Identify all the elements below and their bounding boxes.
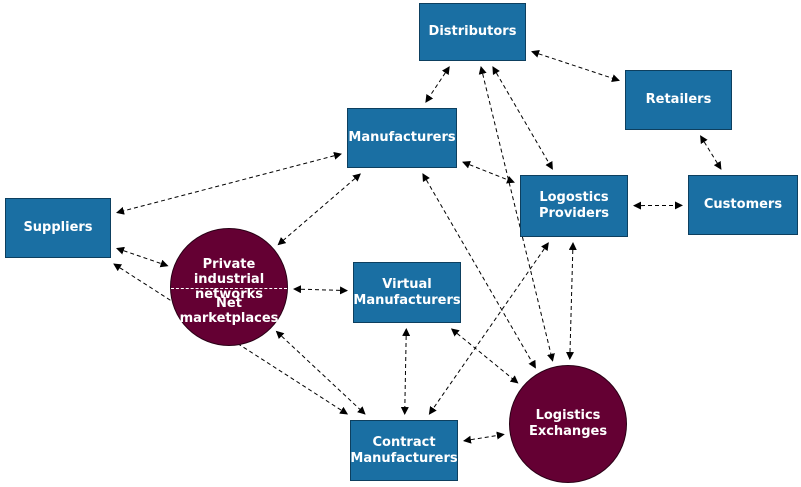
node-label: Suppliers bbox=[23, 220, 93, 235]
edge-retailers-to-customers bbox=[700, 135, 722, 170]
edge-distributors-to-retailers bbox=[531, 50, 620, 82]
node-label: Logostics Providers bbox=[538, 190, 610, 221]
node-virtual-manufacturers: Virtual Manufacturers bbox=[353, 262, 461, 323]
node-contract-manufacturers: Contract Manufacturers bbox=[350, 420, 458, 481]
edge-private-net-to-virtual-manufacturers bbox=[293, 285, 348, 295]
edge-virtual-manufacturers-to-contract-manufacturers bbox=[400, 328, 411, 415]
node-logistics-providers: Logostics Providers bbox=[520, 175, 628, 237]
node-customers: Customers bbox=[688, 175, 798, 235]
edge-suppliers-to-private-net bbox=[116, 246, 169, 268]
node-label-bottom: Net marketplaces bbox=[179, 296, 279, 326]
node-suppliers: Suppliers bbox=[5, 198, 111, 258]
edge-distributors-to-logistics-exchanges bbox=[478, 66, 555, 362]
node-distributors: Distributors bbox=[419, 3, 526, 61]
node-label: Retailers bbox=[645, 92, 712, 107]
edge-contract-manufacturers-to-logistics-exchanges bbox=[463, 431, 505, 444]
node-label: Distributors bbox=[428, 24, 517, 39]
edge-logistics-providers-to-logistics-exchanges bbox=[565, 242, 577, 360]
node-label: Manufacturers bbox=[348, 130, 456, 145]
split-divider bbox=[171, 288, 287, 289]
node-label: Customers bbox=[703, 197, 783, 212]
edge-virtual-manufacturers-to-logistics-exchanges bbox=[450, 328, 519, 384]
node-logistics-exchanges: Logistics Exchanges bbox=[509, 365, 627, 483]
node-label: Contract Manufacturers bbox=[350, 434, 458, 466]
node-label: Virtual Manufacturers bbox=[353, 276, 461, 308]
edge-distributors-to-manufacturers bbox=[425, 66, 450, 103]
edge-manufacturers-to-suppliers bbox=[116, 151, 342, 215]
edge-manufacturers-to-private-net bbox=[277, 173, 361, 246]
node-label-top: Private industrial networks bbox=[193, 257, 265, 302]
node-retailers: Retailers bbox=[625, 70, 732, 130]
node-private-net: Private industrial networks Net marketpl… bbox=[170, 228, 288, 346]
edge-private-net-to-contract-manufacturers bbox=[275, 330, 366, 415]
node-manufacturers: Manufacturers bbox=[347, 108, 457, 168]
edge-distributors-to-logistics-providers bbox=[492, 66, 553, 170]
node-label: Logistics Exchanges bbox=[528, 408, 608, 439]
